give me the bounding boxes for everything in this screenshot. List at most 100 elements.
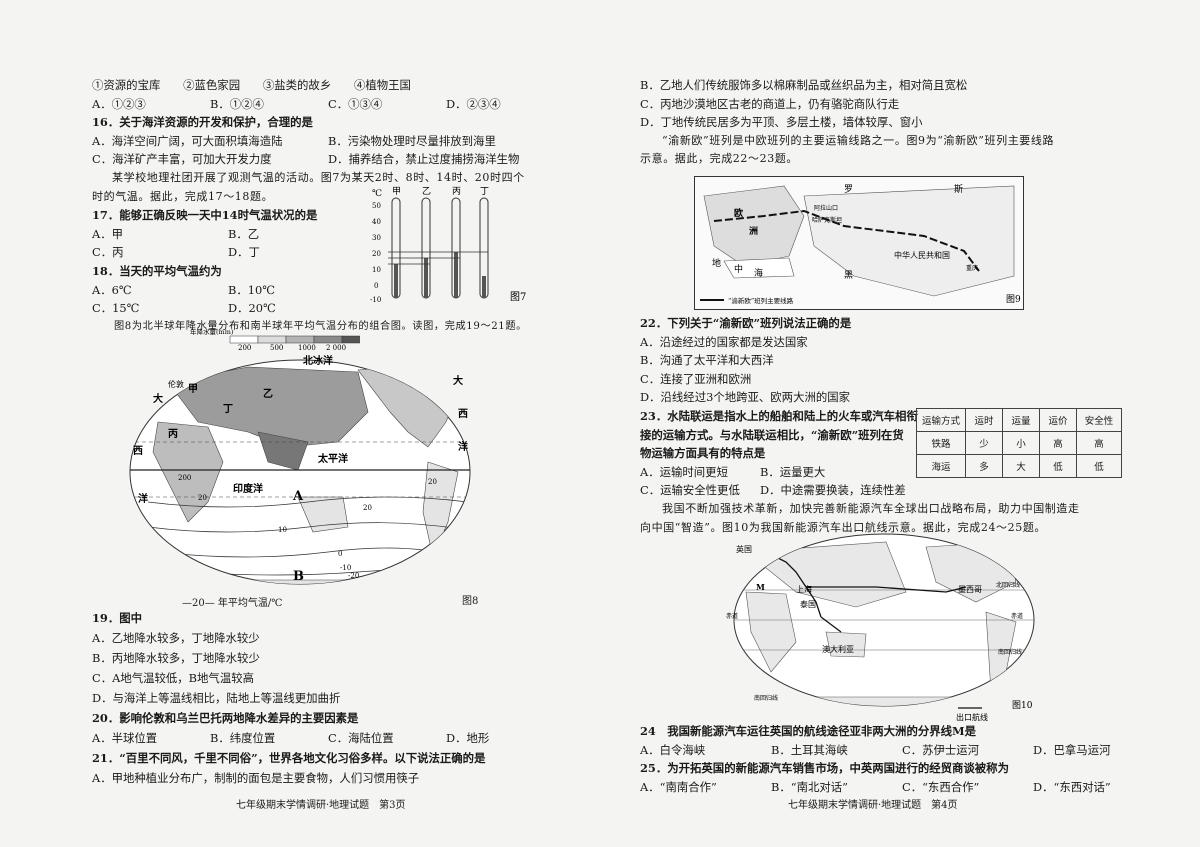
contour-label-20b: 20	[363, 504, 372, 512]
table-header-cell: 运输方式	[916, 408, 966, 432]
fig7-tick-neg10: -10	[370, 296, 381, 304]
q20-option-b: B．纬度位置	[210, 731, 276, 745]
q25-option-c: C．“东西合作”	[902, 779, 980, 794]
label-point-a: A	[292, 489, 304, 504]
table-cell: 大	[1002, 454, 1040, 478]
q15-option-a: A．①②③	[92, 96, 146, 111]
figure-10-export-routes-map: 英国 上海 泰国 墨西哥 澳大利亚 M 南回归线 北回归线 赤道 南回归线 赤道…	[726, 533, 1035, 722]
fig8-legend-200: 200	[238, 344, 251, 352]
q18-option-b: B．10℃	[228, 282, 275, 297]
q23-option-b: B．运量更大	[760, 464, 826, 479]
fig7-caption: 图7	[510, 291, 526, 303]
contour-label-20c: 20	[428, 478, 437, 486]
yuxinou-route	[713, 209, 980, 272]
right-middle-questions: 22．下列关于“渝新欧”班列说法正确的是 A．沿途经过的国家都是发达国家 B．沟…	[640, 314, 1160, 537]
table-cell: 海运	[916, 454, 966, 478]
fig8-legend-500: 500	[270, 344, 283, 352]
label-london: 伦敦	[168, 379, 184, 389]
footer-page-4: 七年级期末学情调研·地理试题 第4页	[788, 800, 958, 811]
mediterranean-sea	[723, 257, 795, 279]
q25-option-a: A．“南南合作”	[640, 779, 717, 794]
fig7-tick-40: 40	[372, 218, 381, 226]
q15-option-d: D．②③④	[446, 96, 501, 111]
q16-stem: 16．关于海洋资源的开发和保护，合理的是	[92, 115, 313, 130]
q25-options: A．“南南合作” B．“南北对话” C．“东西合作” D．“东西对话”	[640, 778, 1160, 797]
q25-option-b: B．“南北对话”	[771, 779, 848, 794]
legend-swatch	[313, 335, 343, 344]
q23-stem-line2: 接的运输方式。与水陆联运相比，“渝新欧”班列在货	[640, 427, 904, 442]
q22-option-a: A．沿途经过的国家都是发达国家	[640, 334, 808, 349]
label-atlantic-da-left: 大	[153, 392, 163, 405]
q20-option-c: C．海陆位置	[328, 731, 394, 745]
label-atlantic-yang-right: 洋	[458, 440, 468, 453]
fig10-label-thailand: 泰国	[800, 599, 816, 609]
asia-land	[803, 185, 1015, 297]
table-cell: 小	[1002, 431, 1040, 455]
q21-stem: 21．“百里不同风，千里不同俗”，世界各地文化习俗多样。以下说法正确的是	[92, 751, 486, 765]
label-indian-ocean: 印度洋	[233, 482, 263, 495]
q16-option-a: A．海洋空间广阔，可大面积填海造陆	[92, 133, 283, 148]
legend-swatch	[285, 335, 315, 344]
contour-label-10: 10	[278, 526, 287, 534]
intro-22-23-line2: 示意。据此，完成22～23题。	[640, 152, 798, 166]
q19-option-a: A．乙地降水较多，丁地降水较少	[92, 631, 260, 645]
contour-label-20a: 20	[198, 494, 207, 502]
contour-label-200: 200	[178, 474, 191, 482]
fig8-legend-title: 年降水量(mm)	[190, 327, 234, 336]
q24-stem: 24 我国新能源汽车运往英国的航线途径亚非两大洲的分界线M是	[640, 724, 977, 738]
q16-option-c: C．海洋矿产丰富，可加大开发力度	[92, 152, 272, 167]
q18-option-d: D．20℃	[228, 301, 276, 316]
fig9-label-kazakhstan: 哈萨克斯坦	[812, 216, 842, 224]
q18-option-c: C．15℃	[92, 301, 140, 316]
fig9-legend: “渝新欧”班列主要线路	[728, 296, 794, 305]
table-cell: 低	[1076, 454, 1122, 478]
table-header-cell: 运价	[1039, 408, 1077, 432]
table-cell: 少	[965, 431, 1003, 455]
fig7-ticks: 50 40 30 20 10 0 -10	[370, 202, 381, 304]
label-ding: 丁	[223, 403, 233, 415]
table-header-cell: 运量	[1002, 408, 1040, 432]
fig9-label-chongqing: 重庆	[966, 264, 978, 272]
figure-8-world-map: 北冰洋 大 西 洋 太平洋 印度洋 A B 甲 乙 丙 丁 伦敦 大 西 洋 2…	[129, 354, 471, 585]
q17-option-b: B．乙	[228, 226, 260, 241]
fig9-label-china: 中华人民共和国	[894, 250, 950, 260]
q23-stem-line3: 物运输方面具有的特点是	[640, 446, 766, 461]
fig10-antarctica	[755, 696, 1017, 706]
europe-land	[703, 185, 805, 267]
contour-label-neg20: -20	[348, 572, 359, 580]
fig10-australia	[825, 631, 867, 658]
table-cell: 高	[1039, 431, 1077, 455]
q24-option-c: C．苏伊士运河	[902, 742, 980, 757]
fig7-label-bing: 丙	[452, 186, 461, 197]
fig9-label-zhong: 中	[734, 263, 743, 275]
fig7-label-yi: 乙	[422, 186, 431, 197]
q25-option-d: D．“东西对话”	[1033, 779, 1111, 794]
fig7-tick-30: 30	[372, 234, 381, 242]
label-atlantic-xi-right: 西	[458, 408, 468, 420]
label-jia: 甲	[188, 383, 198, 395]
transport-comparison-table: 运输方式 运时 运量 运价 安全性 铁路 少 小 高 高 海运 多 大 低 低	[916, 408, 1122, 478]
contour-label-neg10: -10	[340, 564, 351, 572]
q19-option-d: D．与海洋上等温线相比，陆地上等温线更加曲折	[92, 691, 341, 705]
q21-option-d: D．丁地传统民居多为平顶、多层土楼，墙体较厚、窗小	[640, 115, 923, 130]
figure-7-thermometers: ℃ 50 40 30 20 10 0 -10 甲 乙 丙 丁 图7	[370, 186, 526, 304]
q16-option-b: B．污染物处理时尽量排放到海里	[328, 133, 496, 148]
q15-statements: ①资源的宝库 ②蓝色家园 ③盐类的故乡 ④植物王国	[92, 78, 411, 92]
legend-swatch	[257, 335, 287, 344]
fig10-label-australia: 澳大利亚	[822, 644, 854, 654]
fig10-label-m: M	[756, 582, 765, 592]
fig10-caption: 图10	[1012, 700, 1033, 711]
q24-option-d: D．巴拿马运河	[1033, 742, 1111, 757]
q21-option-b: B．乙地人们传统服饰多以棉麻制品或丝织品为主，相对简且宽松	[640, 78, 968, 92]
fig9-label-si: 斯	[954, 183, 963, 195]
label-atlantic-da-right: 大	[453, 374, 463, 387]
q24-option-a: A．白令海峡	[640, 742, 706, 757]
fig9-label-luo: 罗	[844, 184, 853, 195]
legend-swatch	[229, 335, 259, 344]
q22-option-c: C．连接了亚洲和欧洲	[640, 371, 752, 386]
left-lower-questions: 19．图中 A．乙地降水较多，丁地降水较少 B．丙地降水较多，丁地降水较少 C．…	[92, 608, 592, 788]
